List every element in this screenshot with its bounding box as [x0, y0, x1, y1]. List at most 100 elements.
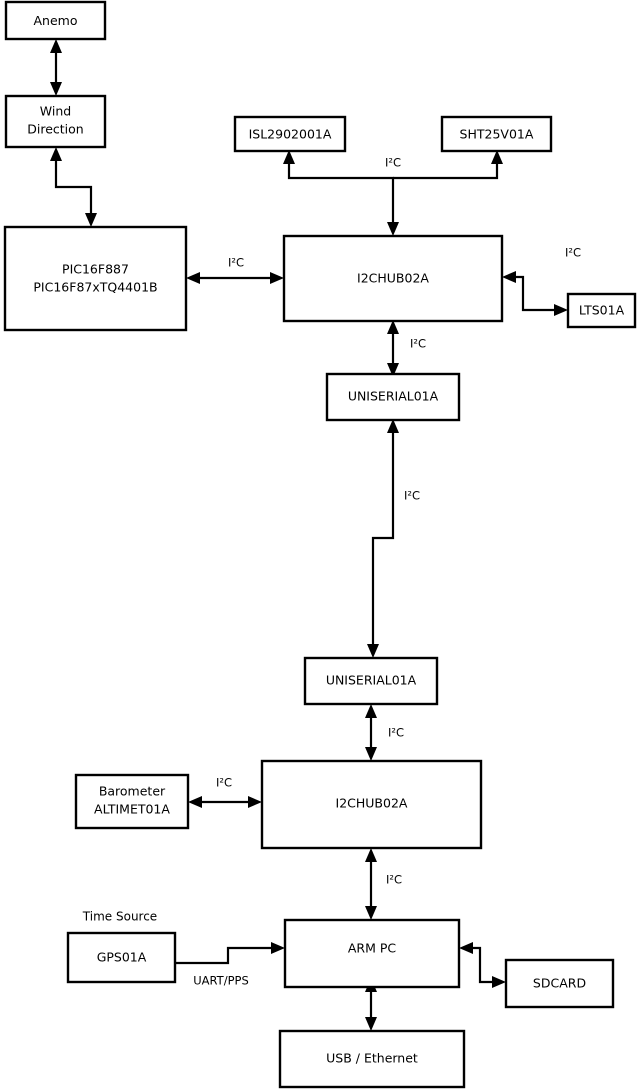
edge-hub-armpc-arrowhead-down — [365, 906, 377, 920]
edge-anemo-wind-arrowhead-down — [50, 82, 62, 96]
edge-armpc-sdcard — [459, 942, 506, 988]
edge-baro-hub-bot: I²C — [188, 776, 262, 808]
edge-wind-pic-arrowhead-up — [50, 147, 62, 161]
node-i2chub02a-top[interactable]: I2CHUB02A — [282, 234, 504, 323]
edge-hub-lts-arrowhead-left — [502, 271, 516, 283]
node-wind-direction-label-line1: Wind — [40, 104, 71, 119]
edge-hub-top-sensors: I²C — [283, 150, 503, 236]
edge-gps-armpc-arrowhead — [271, 942, 285, 954]
edge-label-hub-armpc: I²C — [386, 873, 402, 887]
edge-label-uniserial-link: I²C — [404, 489, 420, 503]
edge-hub-uniserial-arrowhead-up — [387, 320, 399, 334]
edge-uniserial-hub-bot-arrowhead-down — [365, 747, 377, 761]
edge-armpc-sdcard-arrowhead-right — [492, 976, 506, 988]
node-uniserial01a-top[interactable]: UNISERIAL01A — [325, 372, 461, 422]
node-wind-direction-box[interactable] — [4, 94, 107, 149]
node-sdcard-box[interactable] — [504, 958, 615, 1009]
edge-label-pic-hub: I²C — [228, 256, 244, 270]
node-uniserial01a-bottom[interactable]: UNISERIAL01A — [303, 656, 439, 706]
edge-label-baro-hub: I²C — [216, 776, 232, 790]
edge-uniserial-link-line — [371, 429, 395, 648]
node-barometer[interactable]: Barometer ALTIMET01A — [74, 773, 190, 830]
node-isl2902001a-box[interactable] — [233, 115, 347, 153]
edge-gps-armpc-line — [175, 946, 275, 965]
edge-label-gps-armpc: UART/PPS — [193, 974, 249, 988]
edge-uniserial-hub-bot-arrowhead-up — [365, 704, 377, 718]
edge-armpc-usbeth-arrowhead-down — [365, 1017, 377, 1031]
edge-hub-top-uniserial-top: I²C — [387, 320, 426, 377]
node-arm-pc[interactable]: ARM PC — [283, 918, 461, 989]
edge-armpc-sdcard-arrowhead-left — [459, 942, 473, 954]
edge-baro-hub-arrowhead-left — [188, 796, 202, 808]
node-i2chub02a-top-box[interactable] — [282, 234, 504, 323]
node-i2chub02a-bottom[interactable]: I2CHUB02A — [260, 759, 483, 850]
edge-hub-sensors-left-branch — [287, 160, 395, 227]
edge-pic-hub-top-arrowhead-right — [270, 272, 284, 284]
node-anemo-label: Anemo — [34, 13, 78, 28]
edge-wind-pic-line — [54, 157, 93, 218]
node-i2chub02a-bottom-box[interactable] — [260, 759, 483, 850]
node-uniserial01a-bottom-box[interactable] — [303, 656, 439, 706]
edge-hub-bot-armpc: I²C — [365, 848, 402, 920]
node-usb-ethernet-box[interactable] — [278, 1029, 466, 1089]
node-uniserial01a-top-label: UNISERIAL01A — [348, 389, 439, 404]
edge-hub-lts-line — [512, 275, 558, 312]
node-usb-ethernet[interactable]: USB / Ethernet — [278, 1029, 466, 1089]
node-barometer-label-line1: Barometer — [99, 784, 166, 799]
node-arm-pc-label: ARM PC — [348, 941, 397, 956]
node-sdcard-label: SDCARD — [533, 976, 586, 991]
edge-sensors-hub-arrowhead-down — [387, 222, 399, 236]
edge-hub-lts-arrowhead-right — [554, 304, 568, 316]
edge-label-hub-lts: I²C — [565, 246, 581, 260]
edge-wind-pic-arrowhead-down — [85, 213, 97, 227]
edge-armpc-sdcard-line — [469, 946, 496, 984]
node-lts01a-label: LTS01A — [579, 303, 625, 318]
node-i2chub02a-bottom-label: I2CHUB02A — [336, 796, 408, 811]
node-barometer-box[interactable] — [74, 773, 190, 830]
edge-label-uniserial-hub-bot: I²C — [388, 726, 404, 740]
node-sdcard[interactable]: SDCARD — [504, 958, 615, 1009]
edge-hub-sht-arrowhead — [491, 150, 503, 164]
node-gps01a-label: GPS01A — [97, 950, 147, 965]
edge-hub-top-lts: I²C — [502, 246, 581, 316]
edge-hub-isl-arrowhead — [283, 150, 295, 164]
node-uniserial01a-top-box[interactable] — [325, 372, 461, 422]
edge-label-hub-sensors: I²C — [385, 156, 401, 170]
edge-hub-armpc-arrowhead-up — [365, 848, 377, 862]
node-pic-mcu-label-line1: PIC16F887 — [62, 262, 129, 277]
node-gps01a[interactable]: GPS01A — [66, 931, 177, 984]
node-sht25v01a[interactable]: SHT25V01A — [440, 115, 553, 153]
edge-label-hub-uniserial: I²C — [410, 337, 426, 351]
node-pic-mcu-label-line2: PIC16F87xTQ4401B — [33, 280, 157, 295]
node-barometer-label-line2: ALTIMET01A — [94, 802, 170, 817]
node-arm-pc-box[interactable] — [283, 918, 461, 989]
node-lts01a-box[interactable] — [566, 292, 637, 329]
label-time-source: Time Source — [82, 910, 157, 924]
edge-anemo-wind-arrowhead-up — [50, 39, 62, 53]
node-pic-mcu-box[interactable] — [3, 225, 188, 332]
node-isl2902001a-label: ISL2902001A — [249, 127, 332, 142]
edge-pic-hub-top: I²C — [186, 256, 284, 284]
node-lts01a[interactable]: LTS01A — [566, 292, 637, 329]
edge-uniserial-link-arrowhead-up — [387, 419, 399, 433]
node-wind-direction-label-line2: Direction — [27, 122, 83, 137]
node-anemo-box[interactable] — [4, 0, 107, 41]
edge-baro-hub-arrowhead-right — [248, 796, 262, 808]
node-gps01a-box[interactable] — [66, 931, 177, 984]
node-sht25v01a-box[interactable] — [440, 115, 553, 153]
edge-hub-uniserial-arrowhead-down — [387, 363, 399, 377]
node-i2chub02a-top-label: I2CHUB02A — [357, 271, 429, 286]
edge-uniserial-link-arrowhead-down — [367, 644, 379, 658]
node-pic-mcu[interactable]: PIC16F887 PIC16F87xTQ4401B — [3, 225, 188, 332]
edge-uniserial-bot-hub-bot: I²C — [365, 704, 404, 761]
node-anemo[interactable]: Anemo — [4, 0, 107, 41]
edge-uniserial-link: I²C — [367, 419, 420, 658]
node-usb-ethernet-label: USB / Ethernet — [326, 1051, 418, 1066]
node-wind-direction[interactable]: Wind Direction — [4, 94, 107, 149]
edge-hub-sensors-right-branch — [393, 160, 499, 180]
edge-wind-pic — [50, 147, 97, 227]
node-isl2902001a[interactable]: ISL2902001A — [233, 115, 347, 153]
edge-gps-armpc: UART/PPS — [175, 942, 285, 988]
